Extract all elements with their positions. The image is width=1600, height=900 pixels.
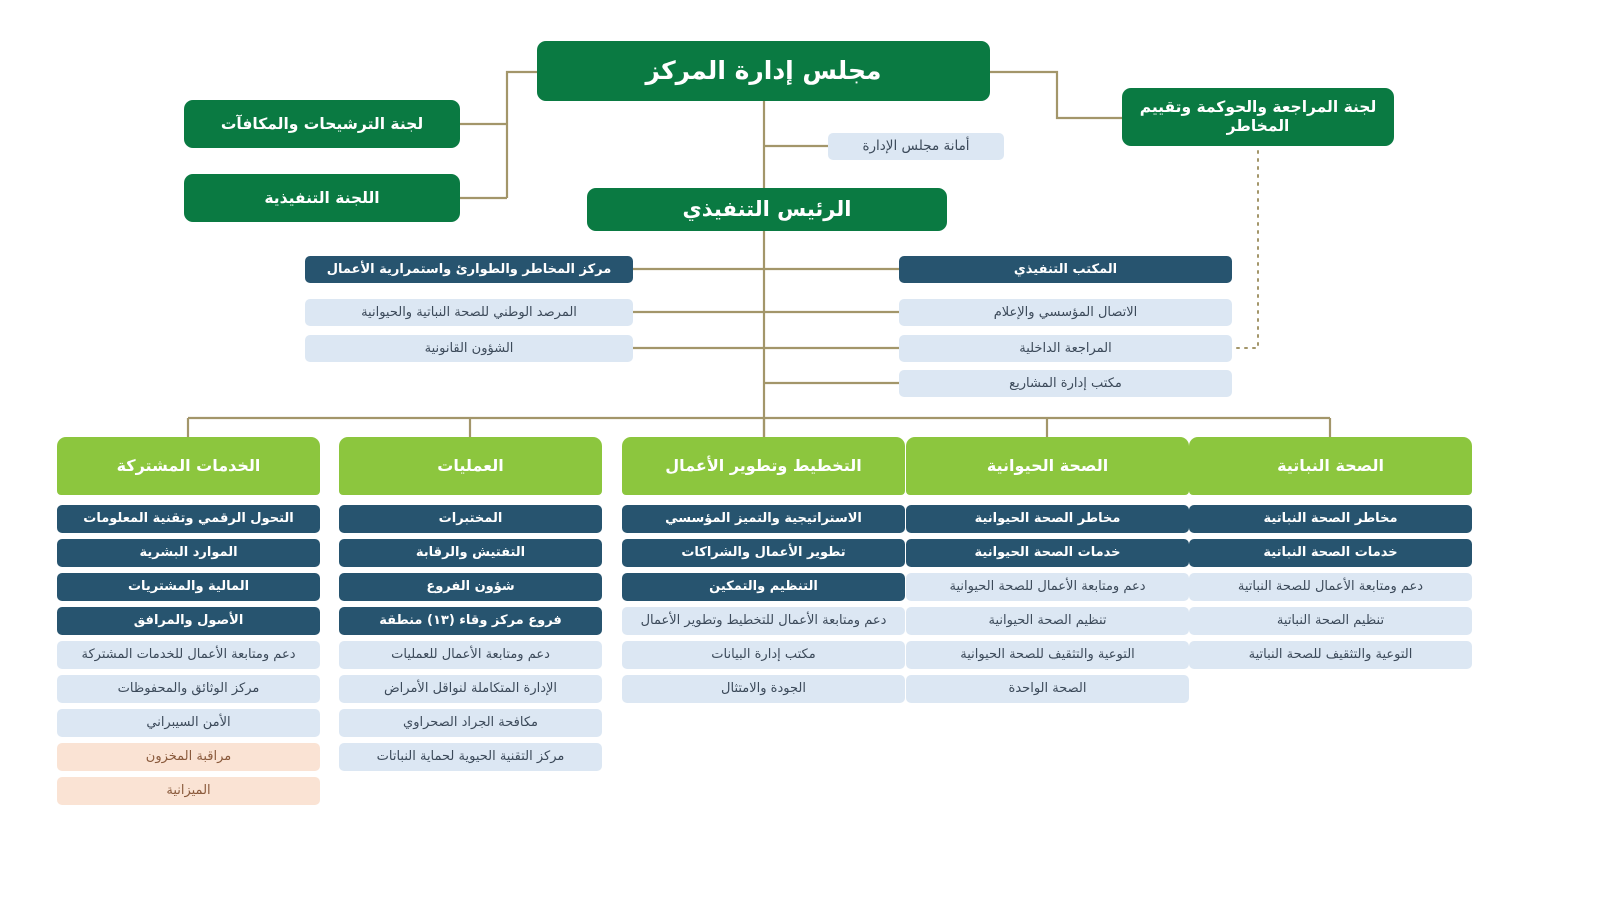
- board-secretariat-node[interactable]: أمانة مجلس الإدارة: [828, 133, 1004, 160]
- department-item[interactable]: مخاطر الصحة الحيوانية: [906, 505, 1189, 533]
- department-item[interactable]: الميزانية: [57, 777, 320, 805]
- department-item[interactable]: الموارد البشرية: [57, 539, 320, 567]
- department-header[interactable]: الخدمات المشتركة: [57, 437, 320, 495]
- department-item[interactable]: فروع مركز وقاء (١٣) منطقة: [339, 607, 602, 635]
- committee-audit-governance-risk[interactable]: لجنة المراجعة والحوكمة وتقييم المخاطر: [1122, 88, 1394, 146]
- board-node[interactable]: مجلس إدارة المركز: [537, 41, 990, 101]
- department-item[interactable]: مكتب إدارة البيانات: [622, 641, 905, 669]
- department-header[interactable]: التخطيط وتطوير الأعمال: [622, 437, 905, 495]
- ceo-report-legal-affairs[interactable]: الشؤون القانونية: [305, 335, 633, 362]
- department-column-operations: العمليات المختبرات التفتيش والرقابة شؤون ال…: [339, 437, 602, 771]
- department-item[interactable]: التحول الرقمي وتقنية المعلومات: [57, 505, 320, 533]
- department-item[interactable]: التوعية والتثقيف للصحة النباتية: [1189, 641, 1472, 669]
- department-item[interactable]: خدمات الصحة الحيوانية: [906, 539, 1189, 567]
- department-item[interactable]: الاستراتيجية والتميز المؤسسي: [622, 505, 905, 533]
- department-column-shared-services: الخدمات المشتركة التحول الرقمي وتقنية الم…: [57, 437, 320, 805]
- department-column-animal-health: الصحة الحيوانية مخاطر الصحة الحيوانية خدما…: [906, 437, 1189, 703]
- ceo-report-project-management-office[interactable]: مكتب إدارة المشاريع: [899, 370, 1232, 397]
- committee-executive[interactable]: اللجنة التنفيذية: [184, 174, 460, 222]
- department-header[interactable]: الصحة الحيوانية: [906, 437, 1189, 495]
- department-item[interactable]: الأمن السيبراني: [57, 709, 320, 737]
- department-item[interactable]: المختبرات: [339, 505, 602, 533]
- department-item[interactable]: الإدارة المتكاملة لنواقل الأمراض: [339, 675, 602, 703]
- department-item[interactable]: تطوير الأعمال والشراكات: [622, 539, 905, 567]
- department-item[interactable]: شؤون الفروع: [339, 573, 602, 601]
- department-item[interactable]: الأصول والمرافق: [57, 607, 320, 635]
- ceo-report-executive-office[interactable]: المكتب التنفيذي: [899, 256, 1232, 283]
- department-header[interactable]: العمليات: [339, 437, 602, 495]
- department-item[interactable]: دعم ومتابعة الأعمال للصحة الحيوانية: [906, 573, 1189, 601]
- department-item[interactable]: دعم ومتابعة الأعمال للخدمات المشتركة: [57, 641, 320, 669]
- department-item[interactable]: دعم ومتابعة الأعمال للصحة النباتية: [1189, 573, 1472, 601]
- department-item[interactable]: تنظيم الصحة الحيوانية: [906, 607, 1189, 635]
- department-item[interactable]: التوعية والتثقيف للصحة الحيوانية: [906, 641, 1189, 669]
- department-item[interactable]: دعم ومتابعة الأعمال للتخطيط وتطوير الأعم…: [622, 607, 905, 635]
- department-item[interactable]: الصحة الواحدة: [906, 675, 1189, 703]
- department-item[interactable]: مركز التقنية الحيوية لحماية النباتات: [339, 743, 602, 771]
- ceo-report-national-observatory[interactable]: المرصد الوطني للصحة النباتية والحيوانية: [305, 299, 633, 326]
- department-item[interactable]: مركز الوثائق والمحفوظات: [57, 675, 320, 703]
- department-item[interactable]: المالية والمشتريات: [57, 573, 320, 601]
- department-item[interactable]: التنظيم والتمكين: [622, 573, 905, 601]
- ceo-report-risk-emergency-bcm[interactable]: مركز المخاطر والطوارئ واستمرارية الأعمال: [305, 256, 633, 283]
- department-item[interactable]: الجودة والامتثال: [622, 675, 905, 703]
- department-item[interactable]: مكافحة الجراد الصحراوي: [339, 709, 602, 737]
- department-item[interactable]: مراقبة المخزون: [57, 743, 320, 771]
- department-header[interactable]: الصحة النباتية: [1189, 437, 1472, 495]
- ceo-report-internal-audit[interactable]: المراجعة الداخلية: [899, 335, 1232, 362]
- department-item[interactable]: دعم ومتابعة الأعمال للعمليات: [339, 641, 602, 669]
- ceo-report-corporate-communication[interactable]: الاتصال المؤسسي والإعلام: [899, 299, 1232, 326]
- department-item[interactable]: تنظيم الصحة النباتية: [1189, 607, 1472, 635]
- department-column-plant-health: الصحة النباتية مخاطر الصحة النباتية خدمات …: [1189, 437, 1472, 669]
- department-item[interactable]: خدمات الصحة النباتية: [1189, 539, 1472, 567]
- committee-nominations-rewards[interactable]: لجنة الترشيحات والمكافآت: [184, 100, 460, 148]
- ceo-node[interactable]: الرئيس التنفيذي: [587, 188, 947, 231]
- department-item[interactable]: مخاطر الصحة النباتية: [1189, 505, 1472, 533]
- department-column-planning: التخطيط وتطوير الأعمال الاستراتيجية والتم…: [622, 437, 905, 703]
- department-item[interactable]: التفتيش والرقابة: [339, 539, 602, 567]
